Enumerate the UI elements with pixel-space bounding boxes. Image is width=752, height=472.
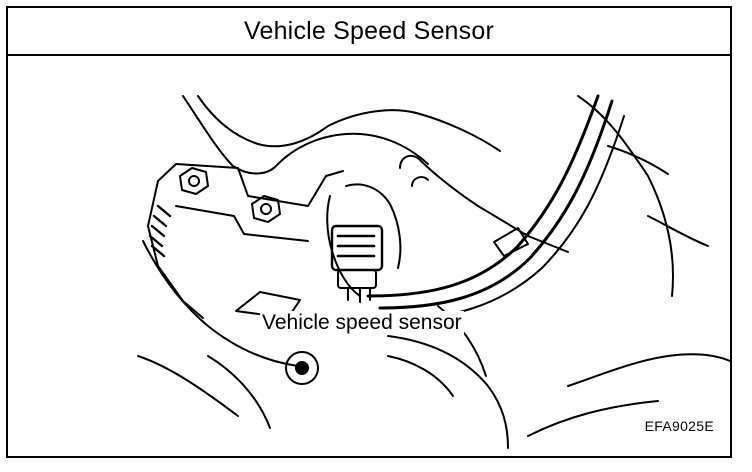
diagram-header: Vehicle Speed Sensor — [8, 8, 730, 56]
hex-bolt-shape — [179, 167, 209, 195]
diagram-title: Vehicle Speed Sensor — [243, 16, 494, 45]
figure-code: EFA9025E — [644, 418, 714, 434]
sensor-callout-label: Vehicle speed sensor — [260, 311, 464, 335]
engine-bay-drawing — [137, 94, 730, 449]
diagram-frame: Vehicle Speed Sensor — [6, 6, 732, 458]
line-drawing-illustration: Vehicle speed sensor EFA9025E — [8, 56, 730, 456]
